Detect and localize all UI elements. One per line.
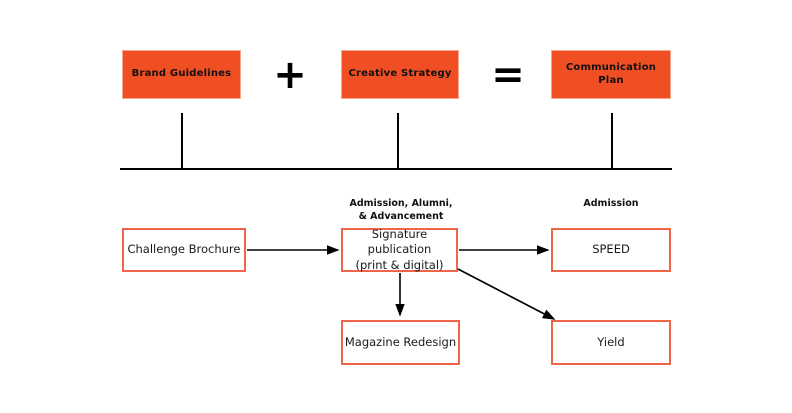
connector-tick-2 (397, 113, 399, 169)
flow-box-label: Challenge Brochure (127, 242, 241, 257)
equation-term-communication-plan[interactable]: Communication Plan (551, 50, 671, 99)
flow-caption-line-2: & Advancement (358, 210, 444, 222)
flow-box-challenge-brochure[interactable]: Challenge Brochure (122, 228, 246, 272)
flow-box-magazine-redesign[interactable]: Magazine Redesign (341, 320, 460, 365)
equals-operator-icon: = (490, 52, 526, 97)
equation-term-brand-guidelines[interactable]: Brand Guidelines (122, 50, 241, 99)
flow-box-label: Magazine Redesign (344, 334, 457, 349)
flow-caption-line-1: Admission, Alumni, (349, 198, 453, 209)
flow-box-label-line-2: (print & digital) (355, 257, 444, 272)
equation-term-label: Communication Plan (565, 62, 657, 86)
flow-caption-line-1: Admission (583, 198, 639, 209)
arrow-signature-to-yield (457, 268, 556, 320)
equals-operator-label: = (491, 51, 525, 98)
flow-box-yield[interactable]: Yield (551, 320, 671, 365)
flow-box-speed[interactable]: SPEED (551, 228, 671, 272)
flow-caption-signature-publication: Admission, Alumni, & Advancement (331, 198, 471, 224)
flow-box-label-line-1: Signature publication (367, 226, 432, 257)
connector-tick-1 (181, 113, 183, 169)
flow-box-label: Yield (597, 334, 625, 349)
connector-baseline (120, 168, 672, 170)
equation-term-creative-strategy[interactable]: Creative Strategy (341, 50, 459, 99)
flow-box-label: SPEED (592, 242, 630, 257)
flow-box-signature-publication[interactable]: Signature publication (print & digital) (341, 226, 458, 272)
plus-operator-label: + (273, 51, 307, 98)
flow-caption-speed: Admission (541, 198, 681, 211)
plus-operator-icon: + (272, 52, 308, 97)
connector-tick-3 (611, 113, 613, 169)
equation-term-label: Brand Guidelines (131, 68, 232, 80)
equation-term-label: Creative Strategy (348, 68, 452, 80)
